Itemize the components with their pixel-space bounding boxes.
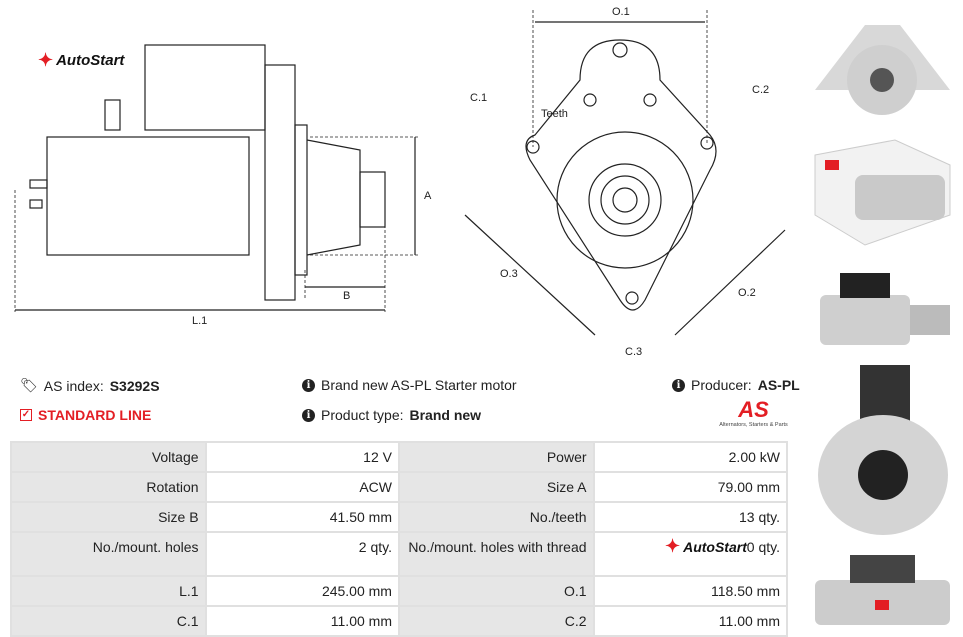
label-c1: C.1 <box>470 92 488 104</box>
autostart-logo: ✦AutoStart <box>38 50 125 70</box>
info-icon: i <box>302 378 315 392</box>
checkbox-icon: ✓ <box>20 409 32 421</box>
spec-value: 79.00 mm <box>592 471 789 503</box>
product-photo-top[interactable] <box>805 550 960 632</box>
spec-value: 2 qty. <box>204 531 400 577</box>
side-view-drawing <box>14 44 420 312</box>
spec-value: 41.50 mm <box>204 501 400 533</box>
spec-value: 245.00 mm <box>204 575 400 607</box>
label-c3: C.3 <box>625 346 643 358</box>
label-o3: O.3 <box>500 268 518 280</box>
logo-bolt-icon: ✦ <box>38 50 54 70</box>
spec-label: C.2 <box>397 605 595 637</box>
spec-label: Voltage <box>10 441 207 473</box>
as-index: 🏷AS index:S3292S <box>20 377 160 394</box>
as-pl-logo: AS Alternators, Starters & Parts <box>719 397 788 429</box>
product-photo-rear[interactable] <box>805 360 960 545</box>
spec-label: Size A <box>397 471 595 503</box>
spec-label: Rotation <box>10 471 207 503</box>
tag-icon: 🏷 <box>20 377 38 393</box>
spec-value: 12 V <box>204 441 400 473</box>
spec-label: No./teeth <box>397 501 595 533</box>
spec-value: 2.00 kW <box>592 441 789 473</box>
label-o2: O.2 <box>738 287 756 299</box>
label-l1: L.1 <box>192 315 208 327</box>
logo-bolt-icon: ✦ <box>665 536 681 556</box>
label-c2: C.2 <box>752 84 770 96</box>
standard-line-badge: ✓STANDARD LINE <box>20 407 152 423</box>
spec-value: 118.50 mm <box>592 575 789 607</box>
label-o1: O.1 <box>612 6 630 18</box>
spec-value: 13 qty. <box>592 501 789 533</box>
spec-label: C.1 <box>10 605 207 637</box>
label-b: B <box>343 290 351 302</box>
product-photo-box[interactable] <box>805 135 960 250</box>
info-icon: i <box>672 378 685 392</box>
spec-label: L.1 <box>10 575 207 607</box>
product-photo-front[interactable] <box>805 5 960 125</box>
spec-label: Size B <box>10 501 207 533</box>
label-teeth: Teeth <box>541 108 568 120</box>
spec-value: ACW <box>204 471 400 503</box>
front-view-drawing <box>464 10 786 336</box>
autostart-watermark-logo: ✦AutoStart <box>665 536 747 556</box>
spec-label: No./mount. holes <box>10 531 207 577</box>
spec-label: O.1 <box>397 575 595 607</box>
spec-label: No./mount. holes with thread <box>397 531 595 577</box>
spec-value: 11.00 mm <box>592 605 789 637</box>
product-photo-side[interactable] <box>805 265 960 355</box>
label-a: A <box>424 190 432 202</box>
spec-value: 11.00 mm <box>204 605 400 637</box>
spec-label: Power <box>397 441 595 473</box>
info-icon: i <box>302 408 315 422</box>
spec-value: 0 qty. <box>592 531 789 577</box>
